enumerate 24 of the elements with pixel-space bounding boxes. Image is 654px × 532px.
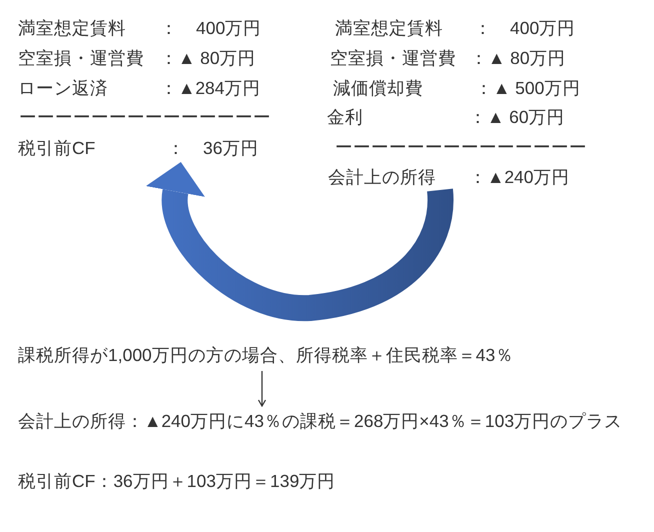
calculation-text: 会計上の所得：▲240万円に43％の課税＝268万円×43％＝103万円のプラス [18, 411, 622, 432]
item-label: 空室損・運営費 [18, 48, 144, 69]
amount-value: ： 400万円 [474, 18, 576, 39]
amount-value: ：▲240万円 [469, 167, 570, 188]
dash-separator: ーーーーーーーーーーーーーー [335, 137, 587, 158]
item-label: 空室損・運営費 [330, 48, 456, 69]
amount-value: ：▲ 80万円 [160, 48, 256, 69]
amount-value: ： 400万円 [160, 18, 262, 39]
item-label: 会計上の所得 [328, 167, 436, 188]
amount-value: ：▲284万円 [160, 78, 261, 99]
amount-value: ：▲ 60万円 [469, 107, 565, 128]
amount-value: ：▲ 500万円 [475, 78, 580, 99]
dash-separator: ーーーーーーーーーーーーーー [19, 107, 271, 128]
item-label: 税引前CF [18, 138, 96, 159]
result-text: 税引前CF：36万円＋103万円＝139万円 [18, 470, 336, 492]
item-label: 金利 [327, 107, 363, 128]
item-label: 満室想定賃料 [18, 18, 126, 39]
down-arrow [258, 371, 266, 407]
condition-text: 課税所得が1,000万円の方の場合、所得税率＋住民税率＝43％ [18, 345, 514, 366]
item-label: 減価償却費 [333, 78, 423, 99]
item-label: ローン返済 [18, 78, 108, 99]
amount-value: ： 36万円 [167, 138, 258, 159]
item-label: 満室想定賃料 [335, 18, 443, 39]
amount-value: ：▲ 80万円 [470, 48, 566, 69]
